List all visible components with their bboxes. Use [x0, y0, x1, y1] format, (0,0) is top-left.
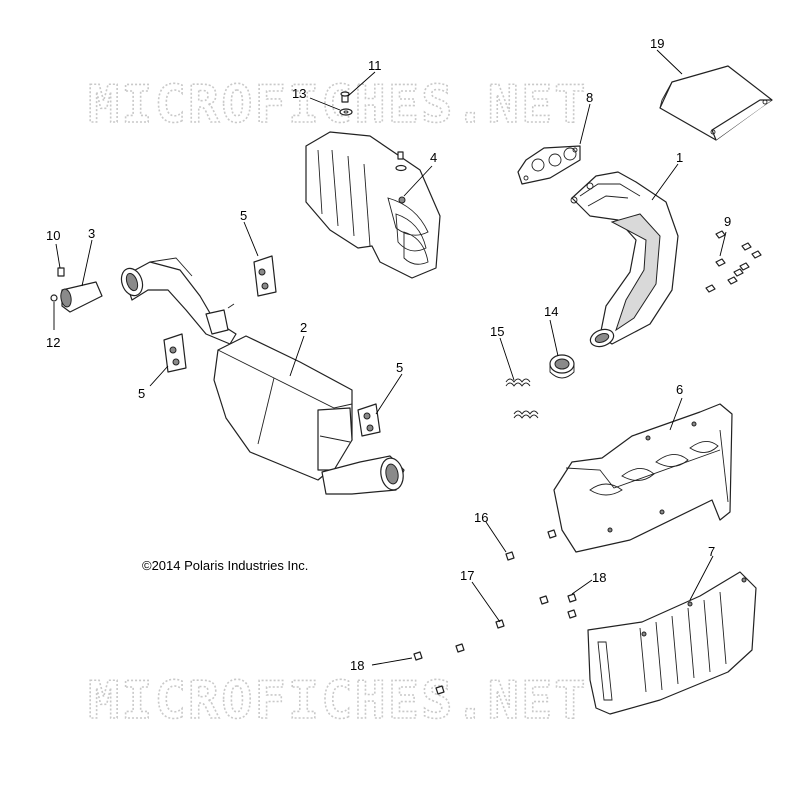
callout-15: 15 — [490, 324, 504, 339]
callout-5-left: 5 — [138, 386, 145, 401]
callout-5-top: 5 — [240, 208, 247, 223]
part-3-exhaust-tip — [60, 281, 103, 313]
part-1-exhaust-manifold — [570, 171, 679, 348]
part-5-grommet-b — [163, 333, 187, 373]
callout-1: 1 — [676, 150, 683, 165]
part-17-fastener — [495, 619, 505, 629]
callout-16: 16 — [474, 510, 488, 525]
part-19-heat-shield-plate — [659, 65, 773, 141]
part-15-spring-lower — [513, 410, 539, 419]
callout-12: 12 — [46, 335, 60, 350]
part-13-washer — [339, 108, 353, 116]
callout-5-right: 5 — [396, 360, 403, 375]
part-11-screw — [340, 91, 350, 103]
callout-9: 9 — [724, 214, 731, 229]
part-7-heat-shield — [587, 571, 757, 715]
part-16-fastener — [505, 551, 515, 561]
part-5-grommet-c — [357, 403, 381, 437]
part-5-grommet-a — [253, 255, 277, 297]
watermark-top: MICROFICHES.NET — [88, 75, 588, 135]
part-12-clip — [50, 294, 58, 302]
callout-18-right: 18 — [592, 570, 606, 585]
callout-11: 11 — [368, 58, 382, 73]
callouts: 19 8 1 9 11 13 4 3 10 12 5 5 5 2 14 15 6… — [46, 36, 731, 673]
part-15-spring-upper — [505, 378, 531, 387]
copyright-notice: ©2014 Polaris Industries Inc. — [142, 558, 308, 573]
callout-19: 19 — [650, 36, 664, 51]
leader-lines — [53, 49, 727, 666]
callout-13: 13 — [292, 86, 306, 101]
part-4-heat-shield — [305, 131, 441, 279]
callout-17: 17 — [460, 568, 474, 583]
part-14-sleeve — [549, 354, 575, 379]
callout-10: 10 — [46, 228, 60, 243]
part-2-muffler — [120, 257, 405, 495]
part-18-fasteners — [413, 593, 577, 695]
callout-4: 4 — [430, 150, 437, 165]
part-6-heat-shield — [547, 403, 733, 553]
part-9-bolts — [705, 230, 762, 293]
callout-2: 2 — [300, 320, 307, 335]
callout-6: 6 — [676, 382, 683, 397]
part-10-screw — [57, 267, 65, 277]
watermark-bottom: MICROFICHES.NET — [88, 671, 588, 731]
callout-8: 8 — [586, 90, 593, 105]
callout-14: 14 — [544, 304, 558, 319]
callout-7: 7 — [708, 544, 715, 559]
part-8-gasket — [517, 145, 581, 185]
callout-18-left: 18 — [350, 658, 364, 673]
callout-3: 3 — [88, 226, 95, 241]
screw-washer-set-upper-shield — [395, 151, 407, 172]
